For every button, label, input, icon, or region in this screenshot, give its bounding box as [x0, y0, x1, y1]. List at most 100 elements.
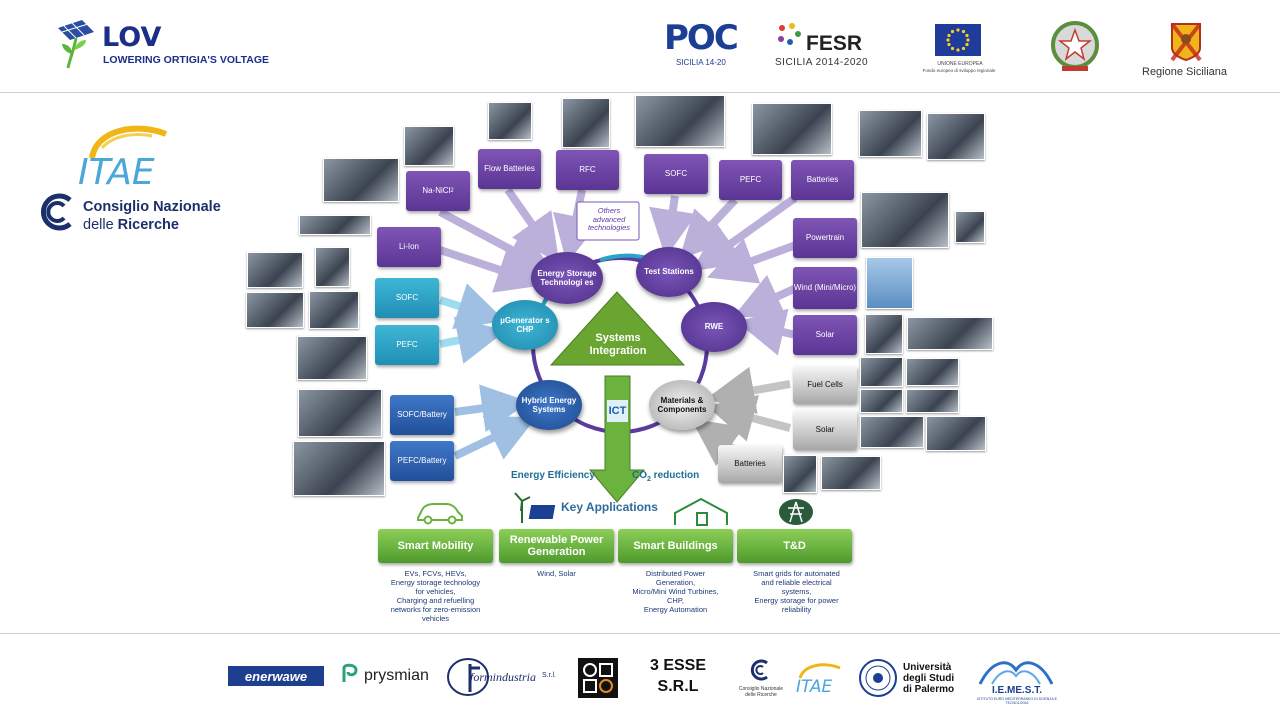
box-na-nicl2-label: Na-NiCl	[422, 186, 451, 196]
italian-republic-emblem-icon	[1051, 21, 1099, 71]
arrow-rfc	[552, 189, 600, 264]
photo-batteries-cabinet	[927, 113, 985, 160]
photo-powertrain-small	[955, 211, 985, 243]
itae-logo-text: ITAE	[78, 152, 155, 193]
ict-label-bg	[607, 400, 628, 422]
photo-sofc-lab	[635, 95, 725, 147]
itae-small-text: ITAE	[796, 677, 832, 696]
photo-solar-panel-1	[865, 314, 903, 354]
box-sofc-left: SOFC	[375, 278, 439, 318]
photo-li-ion-rack	[299, 215, 371, 235]
app-t-and-d-desc: Smart grids for automated and reliable e…	[753, 569, 840, 614]
unipa-line2: degli Studi	[903, 673, 955, 684]
others-line3: technologies	[587, 223, 631, 233]
itae-logo-icon: ITAE	[78, 125, 168, 193]
photo-fuel-cells-2	[906, 358, 959, 386]
photo-solar-panel-2	[907, 317, 993, 350]
enerwawe-logo: enerwawe	[228, 666, 324, 686]
tre-esse-logo: 3 ESSE S.R.L	[646, 656, 710, 698]
cnr-small-logo-icon	[750, 659, 768, 681]
eu-flag-icon	[935, 24, 981, 56]
photo-nanicl-device	[404, 126, 454, 166]
app-smart-buildings-desc: Distributed Power Generation, Micro/Mini…	[632, 569, 719, 614]
co2-reduction-label: CO2 reduction	[632, 470, 699, 483]
box-rfc: RFC	[556, 150, 619, 190]
itae-small-logo-icon: ITAE	[796, 663, 841, 696]
co2-suffix: reduction	[650, 470, 700, 481]
arrow-sofc-battery	[454, 384, 530, 433]
node-materials-components: Materials & Components	[649, 380, 715, 430]
others-line1: Others	[597, 206, 621, 215]
node-microgenerators-chp: µGenerator s CHP	[492, 300, 558, 350]
others-line2: advanced	[592, 214, 626, 224]
box-pefc-left: PEFC	[375, 325, 439, 365]
box-pefc-battery: PEFC/Battery	[390, 441, 454, 481]
arrow-sofc-left	[438, 283, 506, 330]
formindustria-logo: formindustria	[470, 670, 537, 684]
photo-sofc-left-4	[309, 291, 359, 329]
box-pefc-top: PEFC	[719, 160, 782, 200]
cnr-name-line2-a: delle	[83, 217, 118, 233]
cnr-small-label: Consiglio Nazionale delle Ricerche	[738, 686, 784, 698]
others-box	[576, 201, 640, 241]
box-powertrain: Powertrain	[793, 218, 857, 258]
photo-sofc-left-2	[315, 247, 350, 287]
photo-batteries-materials-1	[783, 455, 817, 493]
poc-logo: POC	[664, 18, 739, 58]
formindustria-suffix: S.r.l.	[542, 672, 557, 679]
energy-efficiency-label: Energy Efficiency	[511, 470, 595, 481]
center-line2: Integration	[589, 345, 647, 358]
box-li-ion: Li-Ion	[377, 227, 441, 267]
app-smart-buildings: Smart Buildings	[618, 529, 733, 563]
arrow-batteries-mat	[690, 418, 744, 467]
app-smart-mobility-desc: EVs, FCVs, HEVs, Energy storage technolo…	[390, 569, 481, 623]
cnr-name-line2: delle Ricerche	[83, 217, 179, 233]
key-applications-label: Key Applications	[561, 500, 658, 514]
box-sofc-top: SOFC	[644, 154, 708, 194]
node-rwe: RWE	[681, 302, 747, 352]
eu-line2: Fondo europeo di sviluppo regionale	[922, 68, 996, 73]
poc-subtitle: SICILIA 14-20	[676, 58, 726, 67]
box-fuel-cells: Fuel Cells	[793, 366, 857, 404]
electric-car-icon	[417, 503, 463, 525]
regione-siciliana-crest-icon	[1170, 22, 1202, 62]
photo-solar-materials-1	[860, 416, 924, 448]
photo-batteries-materials-2	[821, 456, 881, 490]
arrow-sofc-top	[649, 195, 697, 258]
solar-plant-logo-icon	[58, 20, 94, 69]
prysmian-logo: prysmian	[364, 667, 429, 684]
node-test-stations: Test Stations	[636, 247, 702, 297]
photo-fuel-cells-1	[860, 357, 903, 387]
power-tower-icon	[779, 499, 813, 525]
iemest-subtitle: ISTITUTO EURO MEDITERRANEO DI SCIENZA E …	[977, 697, 1057, 705]
ict-label: ICT	[608, 405, 627, 417]
photo-wind-turbine	[866, 257, 913, 309]
systems-integration-triangle	[549, 291, 686, 366]
formindustria-logo-icon	[447, 658, 489, 696]
tre-esse-line1: 3 ESSE	[649, 657, 707, 674]
wind-solar-icon	[514, 492, 556, 523]
arrow-flow	[504, 187, 560, 264]
arrow-solar-rwe	[736, 308, 797, 356]
photo-solar-materials-2	[926, 416, 986, 451]
fesr-subtitle: SICILIA 2014-2020	[775, 57, 869, 68]
photo-sofc-battery	[298, 389, 382, 437]
footer-bar: enerwawe prysmian formindustria S.r.l. 3…	[0, 633, 1280, 720]
tre-esse-line2: S.R.L	[657, 677, 699, 695]
node-hybrid-energy-systems: Hybrid Energy Systems	[516, 380, 582, 430]
center-line1: Systems	[595, 332, 641, 344]
photo-pefc-station	[752, 103, 832, 155]
regione-siciliana-label: Regione Siciliana	[1142, 66, 1227, 78]
arrow-wind	[733, 274, 798, 319]
photo-pefc-left	[297, 336, 367, 380]
app-renewable-desc: Wind, Solar	[537, 569, 576, 578]
cnr-name-line1: Consiglio Nazionale	[83, 199, 221, 215]
eu-line1: UNIONE EUROPEA	[937, 61, 983, 67]
arrow-fuel-cells	[706, 366, 791, 415]
photo-battery-module	[323, 158, 399, 202]
lov-title: LOV	[102, 22, 162, 53]
arrow-liion	[438, 246, 546, 293]
cnr-logo-icon	[40, 193, 72, 231]
unipa-label: Università degli Studi di Palermo	[903, 662, 954, 695]
